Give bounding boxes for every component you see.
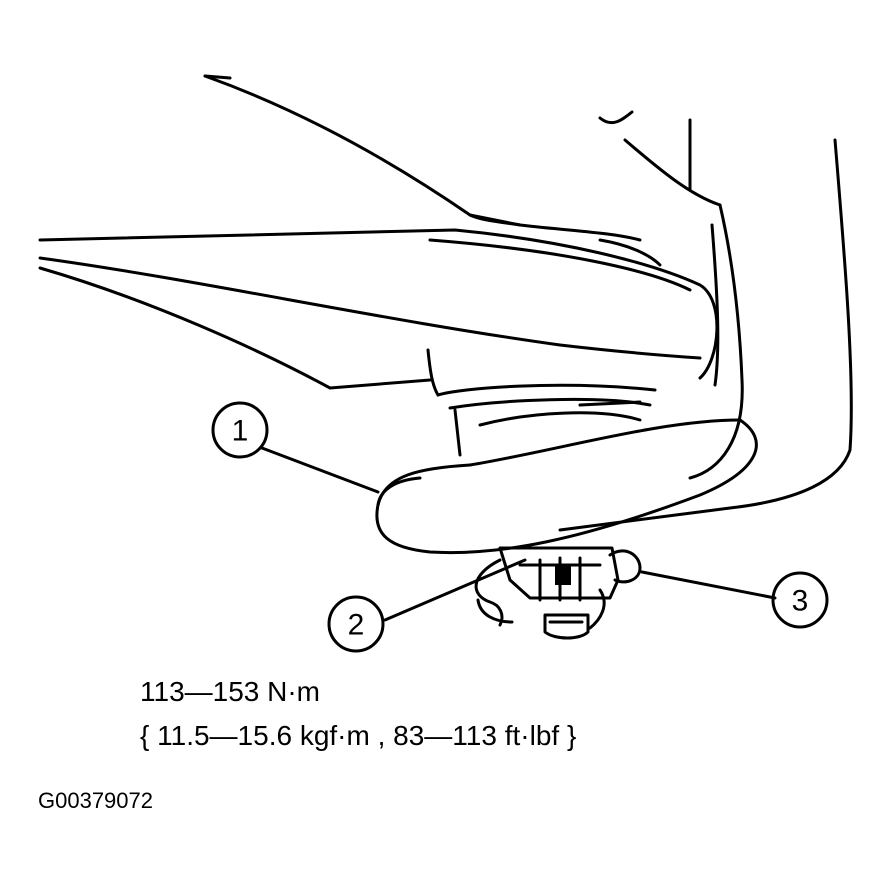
callout-3: 3: [771, 571, 829, 629]
leader-lines: [260, 446, 777, 622]
leader-2: [383, 558, 527, 622]
callout-3-number: 3: [792, 585, 809, 618]
arm-end-drawing: [375, 418, 758, 555]
callout-2-number: 2: [348, 609, 365, 642]
castle-nut-drawing: [474, 546, 642, 640]
leader-3: [640, 570, 777, 600]
torque-spec-nm: 113—153 N·m: [140, 676, 321, 707]
upper-arm-drawing: [203, 74, 642, 242]
ball-joint-drawing: [426, 348, 657, 457]
torque-spec-alt-units: { 11.5—15.6 kgf·m , 83—113 ft·lbf }: [140, 720, 577, 751]
callout-2: 2: [327, 595, 385, 653]
knuckle-plate-drawing: [558, 110, 853, 532]
leader-1: [260, 446, 380, 494]
lower-arm-drawing: [38, 228, 719, 390]
figure-id: G00379072: [38, 788, 153, 813]
callout-1-number: 1: [232, 415, 249, 448]
callout-1: 1: [211, 401, 269, 459]
